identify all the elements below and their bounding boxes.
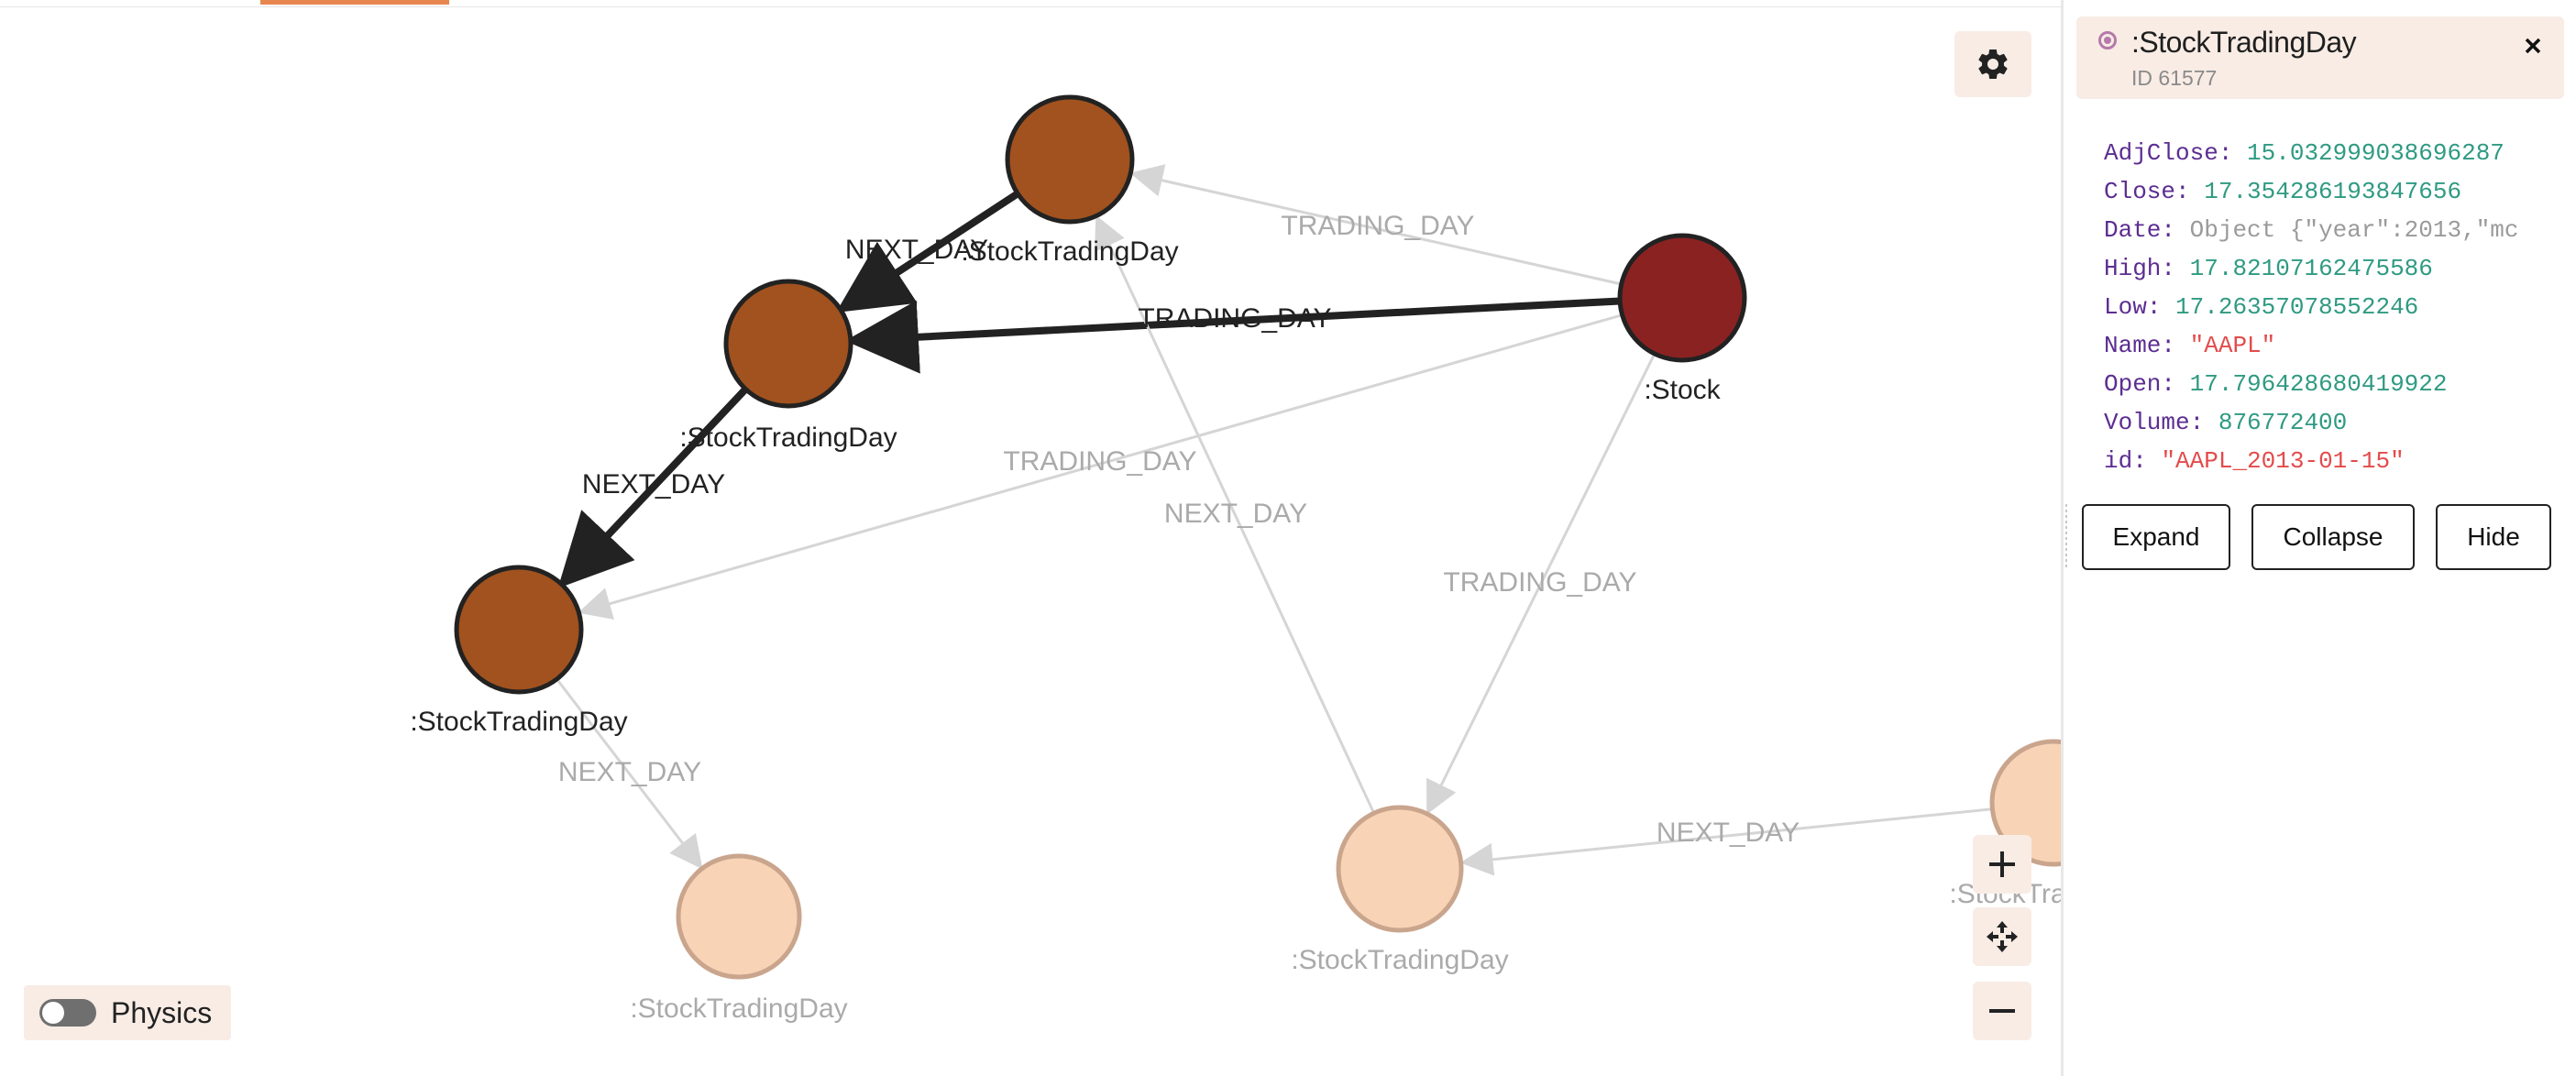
close-icon <box>2525 38 2541 54</box>
property-key: Volume <box>2104 409 2190 436</box>
property-key: Low <box>2104 293 2147 321</box>
property-row: Date: Object {"year":2013,"mc <box>2104 211 2553 249</box>
toggle-knob <box>42 1002 64 1024</box>
property-separator: : <box>2161 216 2190 244</box>
zoom-in-button[interactable] <box>1973 835 2031 894</box>
node-details-panel: :StockTradingDay ID 61577 AdjClose: 15.0… <box>2061 0 2576 1076</box>
property-row: High: 17.82107162475586 <box>2104 249 2553 288</box>
panel-actions: Expand Collapse Hide <box>2082 504 2559 574</box>
node-label: :StockTradingDay <box>630 994 847 1024</box>
graph-edge[interactable] <box>844 297 1621 374</box>
property-separator: : <box>2132 447 2162 475</box>
graph-edge[interactable] <box>1095 214 1376 814</box>
node-id: ID 61577 <box>2131 66 2218 90</box>
property-separator: : <box>2161 370 2190 398</box>
node-label: :StockTradingDay <box>1291 945 1508 975</box>
hide-button[interactable]: Hide <box>2436 504 2551 570</box>
property-key: AdjClose <box>2104 139 2218 167</box>
settings-button[interactable] <box>1954 31 2031 97</box>
physics-toggle[interactable] <box>39 999 96 1027</box>
graph-node[interactable] <box>723 279 853 409</box>
minus-icon <box>1989 1009 2015 1013</box>
graph-node[interactable] <box>454 565 584 695</box>
graph-node[interactable] <box>1005 94 1135 225</box>
property-separator: : <box>2146 293 2176 321</box>
edge-label: TRADING_DAY <box>1138 303 1331 334</box>
gear-icon <box>1978 49 2008 79</box>
edge-label: TRADING_DAY <box>1281 211 1474 241</box>
graph-edge[interactable] <box>835 190 1020 313</box>
collapse-button[interactable]: Collapse <box>2251 504 2415 570</box>
property-key: High <box>2104 255 2162 282</box>
graph-edge[interactable] <box>1129 164 1623 286</box>
graph-canvas[interactable]: NEXT_DAY NEXT_DAY TRADING_DAY TRADING_DAY TR… <box>0 0 2061 1076</box>
property-value: 17.26357078552246 <box>2175 293 2419 321</box>
graph-node[interactable] <box>676 853 802 980</box>
graph-edge[interactable] <box>578 313 1624 620</box>
property-row: Close: 17.354286193847656 <box>2104 172 2553 211</box>
property-row: Open: 17.796428680419922 <box>2104 365 2553 403</box>
physics-label: Physics <box>111 995 213 1029</box>
panel-resize-handle[interactable] <box>2064 504 2069 568</box>
property-key: Name <box>2104 332 2162 359</box>
property-separator: : <box>2189 409 2218 436</box>
graph-edge[interactable] <box>1426 353 1657 815</box>
edge-label: NEXT_DAY <box>1657 818 1800 848</box>
property-row: AdjClose: 15.032999038696287 <box>2104 134 2553 172</box>
edge-label: TRADING_DAY <box>1003 446 1196 477</box>
node-label: :StockTradingDay <box>961 236 1178 267</box>
graph-edge[interactable] <box>1459 807 1993 876</box>
property-value: 15.032999038696287 <box>2247 139 2504 167</box>
graph-node[interactable] <box>1336 805 1464 933</box>
panel-title: :StockTradingDay <box>2131 26 2357 59</box>
property-value: 876772400 <box>2218 409 2348 436</box>
property-separator: : <box>2175 178 2205 205</box>
fit-to-screen-button[interactable] <box>1973 907 2031 966</box>
physics-control: Physics <box>24 985 231 1040</box>
edge-label: NEXT_DAY <box>1164 499 1307 529</box>
fit-to-screen-icon <box>1987 921 2018 952</box>
property-key: Open <box>2104 370 2162 398</box>
property-value: Object {"year":2013,"mc <box>2189 216 2519 244</box>
property-row: Volume: 876772400 <box>2104 403 2553 442</box>
node-label: :StockTradingDay <box>679 423 897 453</box>
property-row: Low: 17.26357078552246 <box>2104 288 2553 326</box>
property-value: "AAPL_2013-01-15" <box>2161 447 2405 475</box>
plus-icon <box>1989 851 2015 877</box>
panel-header: :StockTradingDay ID 61577 <box>2076 16 2564 99</box>
node-label-dot-icon <box>2098 31 2117 49</box>
edge-label: NEXT_DAY <box>558 757 701 787</box>
graph-edge[interactable] <box>556 678 703 870</box>
property-key: Close <box>2104 178 2176 205</box>
property-separator: : <box>2161 255 2190 282</box>
property-value: 17.354286193847656 <box>2204 178 2462 205</box>
graph-node[interactable] <box>1989 739 2061 867</box>
property-separator: : <box>2218 139 2248 167</box>
edge-label: NEXT_DAY <box>845 235 988 265</box>
edge-label: TRADING_DAY <box>1443 567 1636 598</box>
property-value: 17.796428680419922 <box>2189 370 2448 398</box>
property-value: "AAPL" <box>2189 332 2276 359</box>
tab-bar-divider <box>0 0 2061 7</box>
node-label: :StockTradingDay <box>410 707 627 737</box>
active-tab-indicator <box>260 0 449 5</box>
property-key: id <box>2104 447 2133 475</box>
close-button[interactable] <box>2515 27 2551 64</box>
property-row: id: "AAPL_2013-01-15" <box>2104 442 2553 480</box>
zoom-out-button[interactable] <box>1973 982 2031 1040</box>
property-separator: : <box>2161 332 2190 359</box>
graph-visualization[interactable]: NEXT_DAY NEXT_DAY TRADING_DAY TRADING_DAY TR… <box>0 0 2061 1076</box>
graph-node[interactable] <box>1617 233 1747 363</box>
property-row: Name: "AAPL" <box>2104 326 2553 365</box>
drag-handle-icon <box>2065 504 2067 568</box>
node-label: :Stock <box>1644 375 1721 405</box>
property-value: 17.82107162475586 <box>2189 255 2433 282</box>
expand-button[interactable]: Expand <box>2082 504 2230 570</box>
property-key: Date <box>2104 216 2162 244</box>
graph-edge[interactable] <box>557 386 749 588</box>
edge-label: NEXT_DAY <box>582 469 725 500</box>
